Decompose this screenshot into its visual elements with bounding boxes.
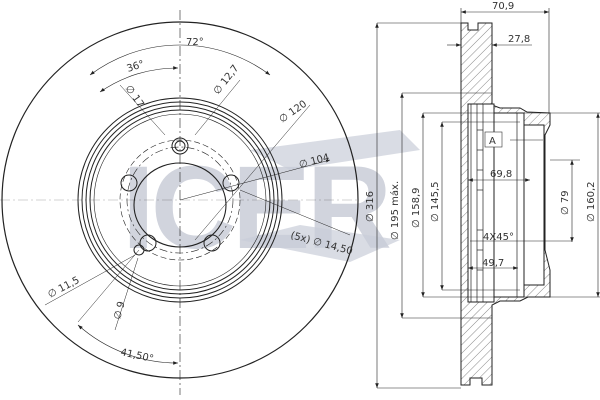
svg-text:∅ 12,7: ∅ 12,7 [212, 63, 242, 97]
svg-text:49,7: 49,7 [482, 258, 504, 269]
svg-text:70,9: 70,9 [492, 1, 514, 12]
side-view [460, 22, 551, 386]
svg-text:∅ 79: ∅ 79 [560, 190, 571, 215]
locating-hole [133, 244, 145, 256]
svg-text:∅ 120: ∅ 120 [277, 99, 309, 126]
bolt-hole [203, 234, 221, 252]
svg-text:∅ 160,2: ∅ 160,2 [586, 181, 597, 222]
svg-text:∅ 17: ∅ 17 [123, 83, 146, 109]
side-view-dimensions [375, 8, 600, 389]
svg-text:4X45°: 4X45° [483, 232, 514, 243]
side-view-labels: 70,9 27,8 A 69,8 4X45° 49,7 ∅ 316 ∅ 195 … [365, 1, 597, 269]
bolt-hole [222, 174, 240, 192]
bolt-hole [120, 174, 138, 192]
svg-text:36°: 36° [126, 59, 146, 75]
datum-a: A [489, 136, 496, 147]
svg-text:∅ 158,9: ∅ 158,9 [411, 187, 422, 228]
svg-text:69,8: 69,8 [490, 169, 512, 180]
bolt-hole [139, 234, 157, 252]
svg-text:∅ 316: ∅ 316 [365, 191, 376, 222]
svg-text:27,8: 27,8 [508, 34, 530, 45]
svg-text:∅ 195 máx.: ∅ 195 máx. [389, 181, 401, 240]
svg-text:∅ 9: ∅ 9 [112, 300, 127, 320]
svg-text:∅ 145,5: ∅ 145,5 [430, 181, 441, 222]
svg-text:41,50°: 41,50° [119, 347, 154, 365]
front-view [0, 10, 360, 395]
svg-text:72°: 72° [186, 37, 204, 48]
